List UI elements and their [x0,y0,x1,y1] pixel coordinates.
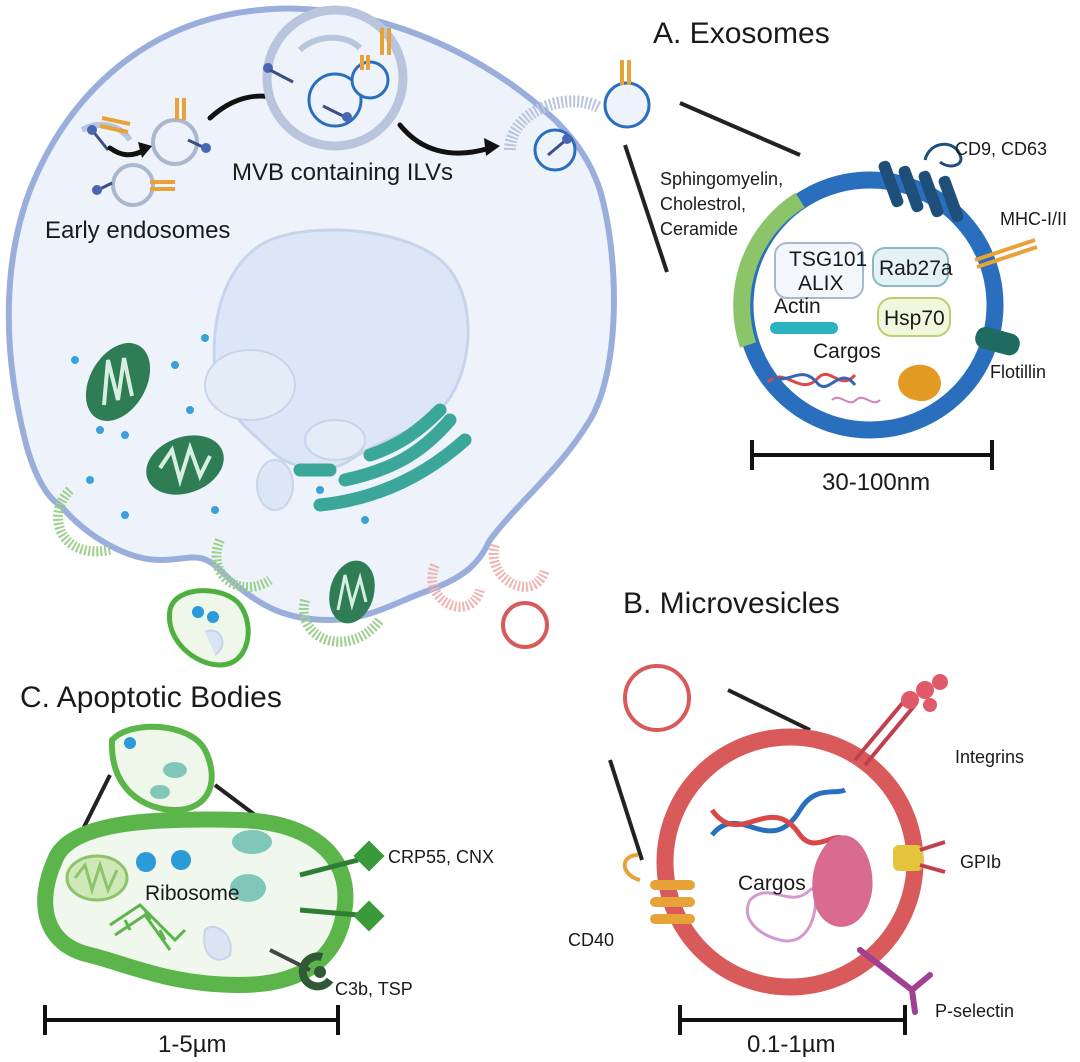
cd9-label: CD9, CD63 [955,139,1047,159]
cargo-rna [831,396,881,404]
released-apoptotic-body [167,588,251,668]
ap-mitochondrion [65,854,129,902]
cd40-receptor [622,853,695,924]
vesicle-inner [304,419,366,461]
ap-vesicle [203,925,232,961]
nucleolus [204,349,296,421]
mhc-receptor [974,238,1038,269]
lipid-label-2: Cholestrol, [660,194,746,214]
ap-ribosome-2 [171,850,191,870]
small-microvesicle [623,664,691,732]
apoptotic-body-detail [37,811,354,994]
flotillin-label: Flotillin [990,362,1046,382]
cargo-dna [766,370,857,388]
rab27a-box [872,247,949,287]
mitochondrion-1 [85,343,151,421]
actin-label: Actin [774,295,821,318]
integrins-label: Integrins [955,747,1024,767]
tsg101-label: TSG101 [789,248,867,271]
multivesicular-body [262,5,408,151]
mv-scale-label: 0.1-1µm [747,1031,836,1057]
p-selectin-receptor [857,947,933,1015]
small-apoptotic-body [108,723,215,814]
c3b-label: C3b, TSP [335,979,413,999]
exosome-cargos-label: Cargos [813,340,881,363]
exosome-release-pit [504,95,604,172]
microvesicle-budding [427,543,550,612]
exosome-scale-label: 30-100nm [822,469,930,496]
apoptotic-budding [53,486,384,647]
mv-scale-bar [678,1005,907,1035]
vesicle-inner-2 [256,459,294,511]
apoptotic-title: C. Apoptotic Bodies [20,681,282,714]
early-endosome-2 [92,163,175,207]
mitochondrion-2 [146,435,224,495]
mv-zoom-line-bottom [608,759,644,861]
alix-label: ALIX [798,272,844,295]
exosomes-panel: A. Exosomes T [603,17,1067,496]
hsp70-box [877,297,951,337]
golgi-apparatus [293,403,472,512]
flotillin-protein [975,326,1020,356]
c3b-receptor [269,948,334,991]
small-exosome [603,81,651,129]
mv-cargo-rna [745,887,818,943]
microvesicles-title: B. Microvesicles [623,587,840,620]
mhc-label: MHC-I/II [1000,209,1067,229]
rab27a-label: Rab27a [879,257,953,280]
lipid-raft-arc [733,192,805,348]
ap-ribosome-1 [136,852,156,872]
mitochondrion-3 [329,560,375,624]
gpib-label: GPIb [960,852,1001,872]
early-endosomes-label: Early endosomes [45,217,230,244]
mvb-label: MVB containing ILVs [232,159,453,186]
ap-scale-label: 1-5µm [158,1031,227,1057]
cytosolic-particles [71,334,369,524]
mv-cargos-label: Cargos [738,872,806,895]
zoom-line-top [679,101,801,157]
lipid-label-1: Sphingomyelin, [660,169,783,189]
apoptotic-panel: C. Apoptotic Bodies [20,681,494,1058]
early-endosome-1 [151,98,211,166]
microvesicles-panel: B. Microvesicles [568,587,1024,1058]
mv-zoom-line-top [727,688,811,732]
exosomes-title: A. Exosomes [653,17,830,50]
integrin-receptor [853,674,948,767]
parent-cell: Early endosomes MVB containing ILVs [5,5,617,668]
crp55-receptor [299,840,385,932]
tsg101-alix-box [774,242,864,299]
ap-organelle-1 [232,830,272,854]
released-microvesicle [501,601,549,649]
pselectin-label: P-selectin [935,1001,1014,1021]
exosome-scale-bar [750,440,994,470]
cd9-cd63-tetraspanin [878,142,964,223]
ap-fragmented-dna [109,903,187,951]
small-exosome-receptor [620,60,631,85]
zoom-line-bottom [623,144,669,273]
actin-filament [770,322,838,334]
hsp70-label: Hsp70 [884,307,945,330]
ap-scale-bar [43,1005,340,1035]
endocytosis-pit [80,116,133,151]
microvesicle-detail [656,728,924,996]
cd40-label: CD40 [568,930,614,950]
crp55-label: CRP55, CNX [388,847,494,867]
ribosome-label: Ribosome [145,882,240,905]
ap-organelle-2 [230,874,266,902]
mv-cargo-dna [709,787,847,846]
lipid-label-3: Ceramide [660,219,738,239]
gpib-receptor [893,840,946,874]
mv-cargo-protein [812,835,873,927]
cargo-protein [898,364,941,402]
